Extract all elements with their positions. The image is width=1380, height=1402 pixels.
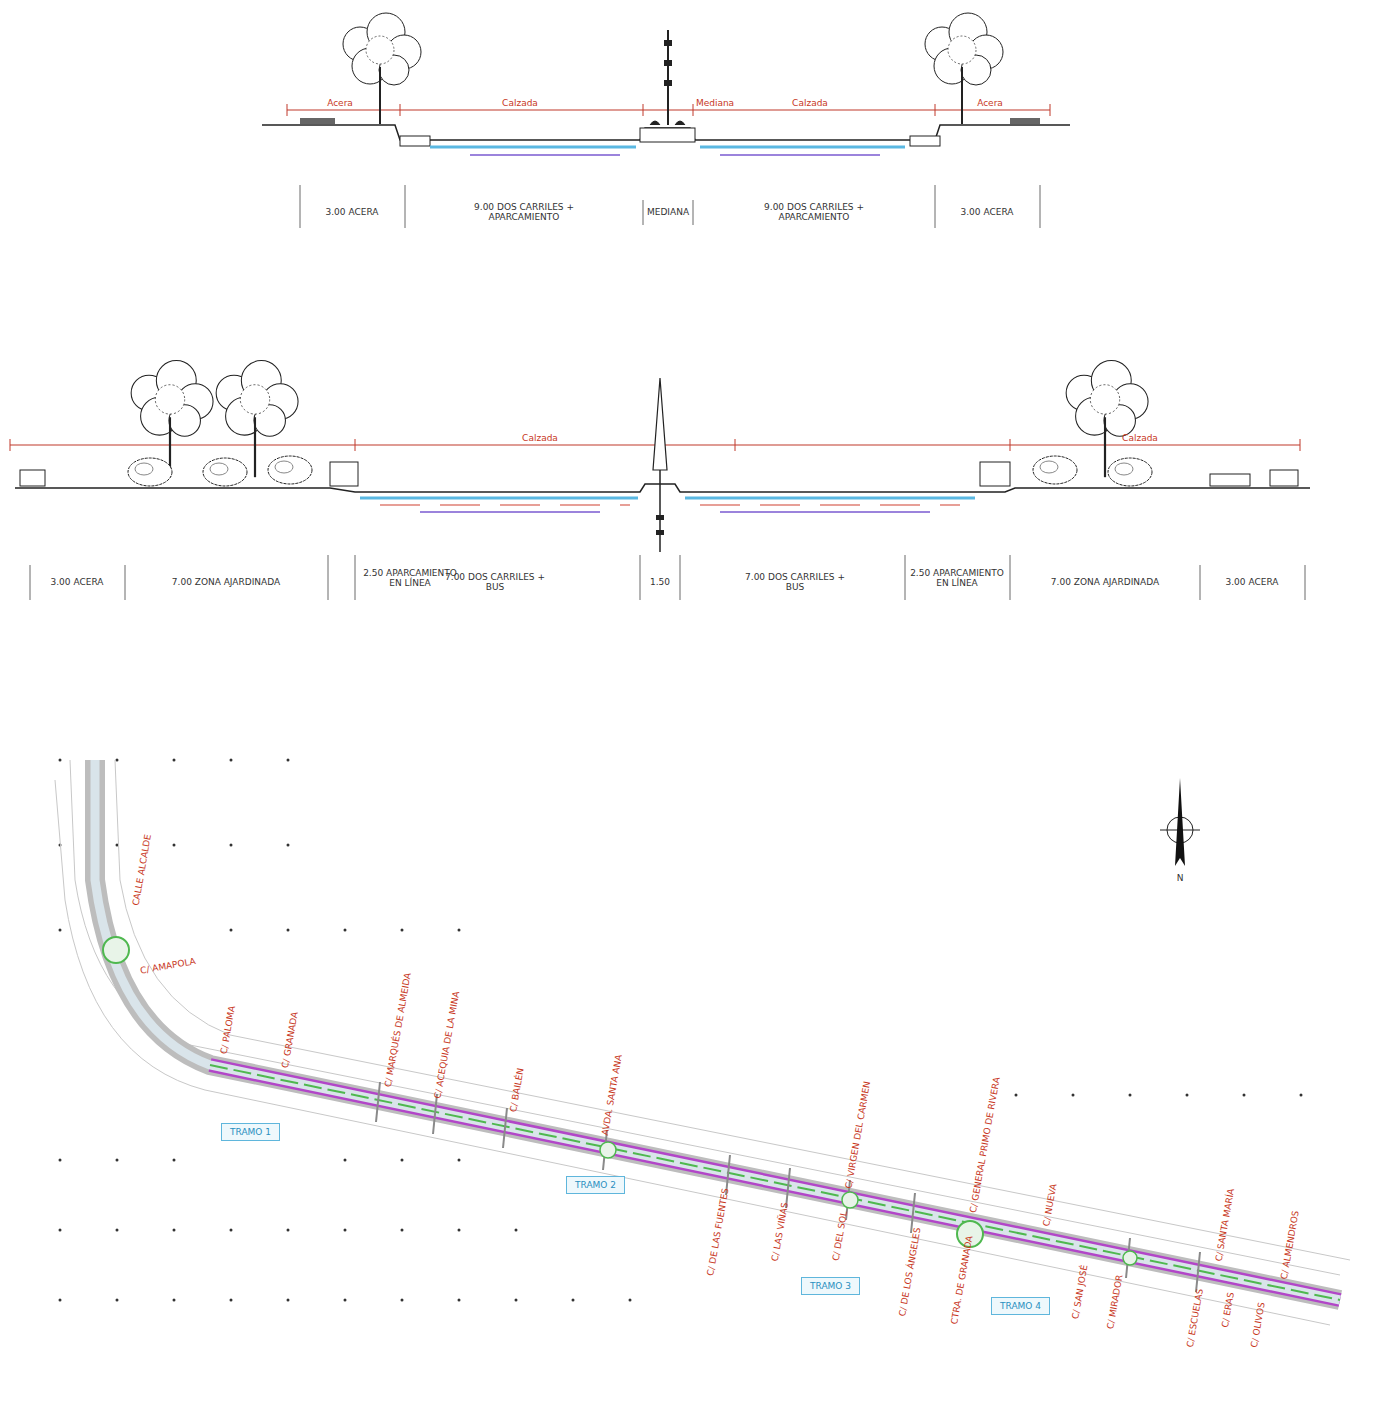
section-tag: TRAMO 2	[566, 1176, 625, 1194]
tag-text: TRAMO 1	[230, 1127, 271, 1137]
dimension-label: 9.00 DOS CARRILES + APARCAMIENTO	[449, 202, 599, 223]
dimension-label: Acera	[327, 98, 353, 108]
dimension-label: 1.50	[650, 577, 670, 587]
street-name: C/ LAS VIÑAS	[770, 1202, 791, 1262]
dimension-label: 2.50 APARCAMIENTO EN LÍNEA	[363, 568, 458, 589]
street-name: C/ NUEVA	[1041, 1183, 1059, 1227]
street-name: C/ DEL SOL	[831, 1210, 850, 1262]
street-name: C/ GRANADA	[280, 1011, 300, 1069]
dimension-label: Calzada	[522, 433, 558, 443]
street-name: C/ AMAPOLA	[139, 956, 196, 976]
dimension-label: Calzada	[792, 98, 828, 108]
dimension-label: Acera	[977, 98, 1003, 108]
street-name: C/ SANTA MARÍA	[1214, 1188, 1237, 1262]
street-name: C/ ERAS	[1220, 1292, 1236, 1329]
dimension-label: 3.00 ACERA	[957, 207, 1017, 217]
section-tag: TRAMO 4	[991, 1297, 1050, 1315]
street-name: C/ ALMENDROS	[1279, 1210, 1301, 1280]
dimension-label: 3.00 ACERA	[47, 577, 107, 587]
street-name: C/ MIRADOR	[1105, 1274, 1125, 1330]
street-name: CTRA. DE GRANADA	[949, 1235, 975, 1325]
dimension-label: 7.00 ZONA AJARDINADA	[171, 577, 281, 587]
dimension-label: 7.00 DOS CARRILES + BUS	[435, 572, 555, 593]
street-name: C/ PALOMA	[219, 1005, 238, 1055]
dimension-label: 3.00 ACERA	[322, 207, 382, 217]
street-name: C/ DE LAS FUENTES	[705, 1187, 731, 1276]
tag-text: TRAMO 3	[810, 1281, 851, 1291]
tag-text: TRAMO 4	[1000, 1301, 1041, 1311]
dimension-label: 9.00 DOS CARRILES + APARCAMIENTO	[739, 202, 889, 223]
dimension-label: 3.00 ACERA	[1222, 577, 1282, 587]
street-name: C/ GENERAL PRIMO DE RIVERA	[968, 1076, 1002, 1213]
section-tag: TRAMO 3	[801, 1277, 860, 1295]
street-name: C/ BAILÉN	[508, 1067, 526, 1113]
dimension-label: Calzada	[502, 98, 538, 108]
dimension-label: 7.00 DOS CARRILES + BUS	[735, 572, 855, 593]
street-name: C/ ESCUELAS	[1185, 1288, 1205, 1348]
dimension-label: 2.50 APARCAMIENTO EN LÍNEA	[910, 568, 1005, 589]
dimension-label: Mediana	[696, 98, 734, 108]
street-name: C/ ACEQUIA DE LA MINA	[432, 991, 461, 1100]
dimension-label: Calzada	[1122, 433, 1158, 443]
street-name: C/ DE LOS ÁNGELES	[897, 1227, 923, 1317]
section-tag: TRAMO 1	[221, 1123, 280, 1141]
street-name: C/ SAN JOSÉ	[1070, 1264, 1090, 1320]
dimension-label: MEDIANA	[647, 207, 689, 217]
dimension-label: N	[1177, 873, 1184, 883]
street-name: CALLE ALCALDE	[131, 834, 154, 907]
street-name: AVDA. SANTA ANA	[600, 1054, 624, 1136]
street-name: C/ VIRGEN DEL CARMEN	[843, 1080, 872, 1189]
tag-text: TRAMO 2	[575, 1180, 616, 1190]
dimension-label: 7.00 ZONA AJARDINADA	[1050, 577, 1160, 587]
